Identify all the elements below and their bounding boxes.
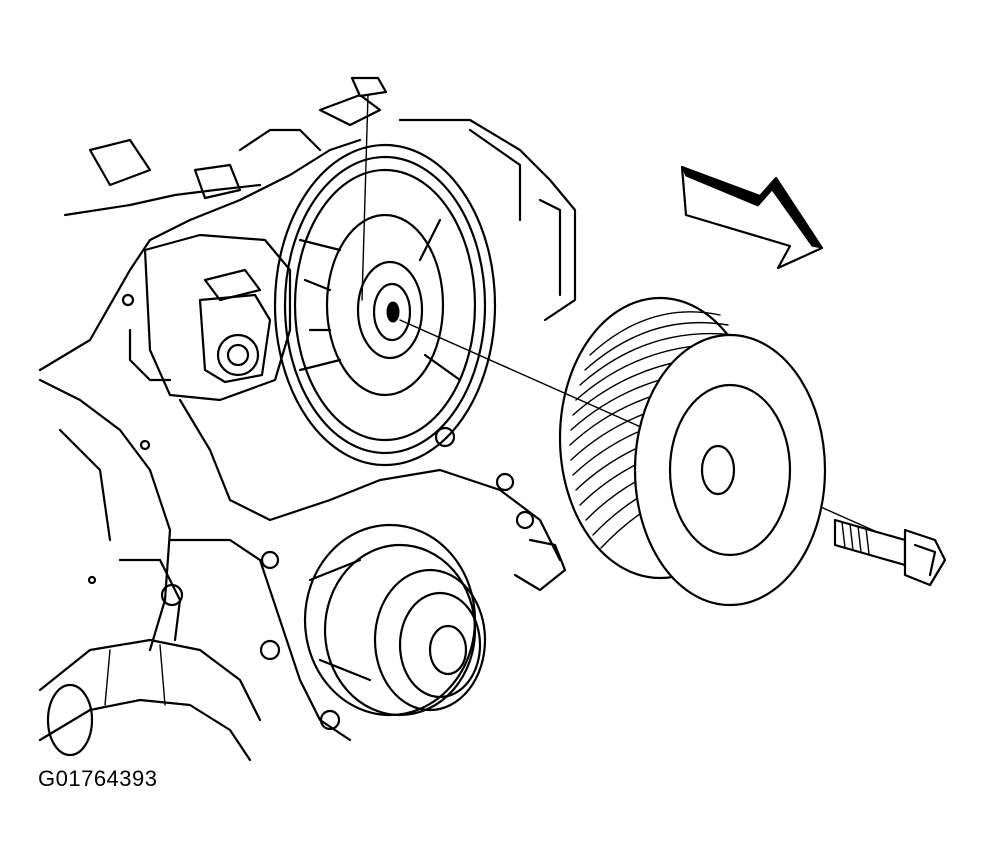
engine-block <box>38 93 577 762</box>
pulley-bolt <box>833 518 947 587</box>
crankshaft-pulley <box>558 296 827 607</box>
pointer-line <box>361 94 369 301</box>
figure-caption-code: G01764393 <box>38 766 158 791</box>
pointer-tab <box>350 76 388 98</box>
crankshaft-balancer-hub <box>273 143 497 467</box>
water-pump-pulley <box>303 523 487 717</box>
arrow-right-down-icon <box>680 165 824 270</box>
